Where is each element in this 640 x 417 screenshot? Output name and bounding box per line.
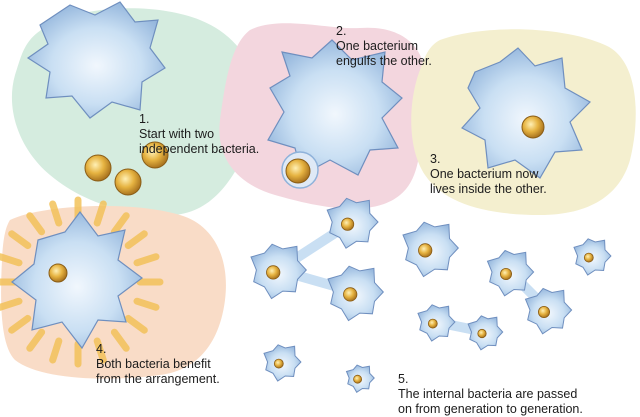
benefit-rays — [0, 196, 164, 368]
inherited-bacterium — [273, 358, 284, 369]
benefit-ray — [26, 212, 46, 236]
benefit-ray — [8, 230, 32, 250]
host-cell-step-3 — [461, 47, 591, 179]
engulfed-bacterium — [281, 151, 319, 189]
benefit-ray — [133, 297, 160, 311]
inherited-bacterium — [583, 252, 594, 263]
inherited-bacterium — [418, 243, 433, 258]
step-4-number: 4. — [96, 342, 107, 356]
benefit-ray — [8, 314, 32, 334]
free-bacteria — [84, 141, 169, 196]
benefit-ray — [110, 328, 130, 352]
generation-cells — [250, 197, 612, 394]
benefit-ray — [26, 328, 46, 352]
endosymbiosis-diagram — [0, 1, 636, 394]
step-2-label: 2. One bacterium engulfs the other. — [336, 9, 432, 69]
benefit-ray — [49, 337, 63, 364]
step-5-text: The internal bacteria are passed on from… — [398, 387, 583, 416]
internal-bacterium-step-4 — [48, 263, 68, 283]
step-2-text: One bacterium engulfs the other. — [336, 39, 432, 68]
step-2-number: 2. — [336, 24, 347, 38]
step-3-label: 3. One bacterium now lives inside the ot… — [430, 137, 547, 197]
benefit-ray — [124, 314, 148, 334]
benefit-ray — [110, 212, 130, 236]
step-3-number: 3. — [430, 152, 441, 166]
step-1-number: 1. — [139, 112, 150, 126]
step-4-text: Both bacteria benefit from the arrangeme… — [96, 357, 220, 386]
benefit-ray — [133, 253, 160, 267]
step-1-text: Start with two independent bacteria. — [139, 127, 260, 156]
internal-bacterium-step-3 — [521, 115, 545, 139]
step-1-label: 1. Start with two independent bacteria. — [139, 97, 259, 157]
host-cell-step-4 — [11, 211, 143, 350]
benefit-ray — [93, 337, 107, 364]
benefit-ray — [0, 297, 23, 311]
step-5-number: 5. — [398, 372, 409, 386]
inherited-bacterium — [427, 318, 438, 329]
inherited-bacterium — [341, 217, 355, 231]
step-3-text: One bacterium now lives inside the other… — [430, 167, 547, 196]
inherited-bacterium — [538, 305, 551, 318]
benefit-ray — [0, 253, 23, 267]
inherited-bacterium — [477, 328, 487, 339]
benefit-ray — [124, 230, 148, 250]
benefit-ray — [49, 200, 63, 227]
inherited-bacterium — [266, 265, 281, 280]
host-cell-step-2 — [267, 39, 403, 176]
host-cell-step-1 — [26, 1, 166, 119]
inherited-bacterium — [353, 374, 363, 384]
step-4-label: 4. Both bacteria benefit from the arrang… — [96, 327, 220, 387]
benefit-ray — [93, 200, 107, 227]
inherited-bacterium — [499, 267, 512, 280]
step-5-label: 5. The internal bacteria are passed on f… — [398, 357, 583, 417]
inherited-bacterium — [343, 287, 358, 302]
